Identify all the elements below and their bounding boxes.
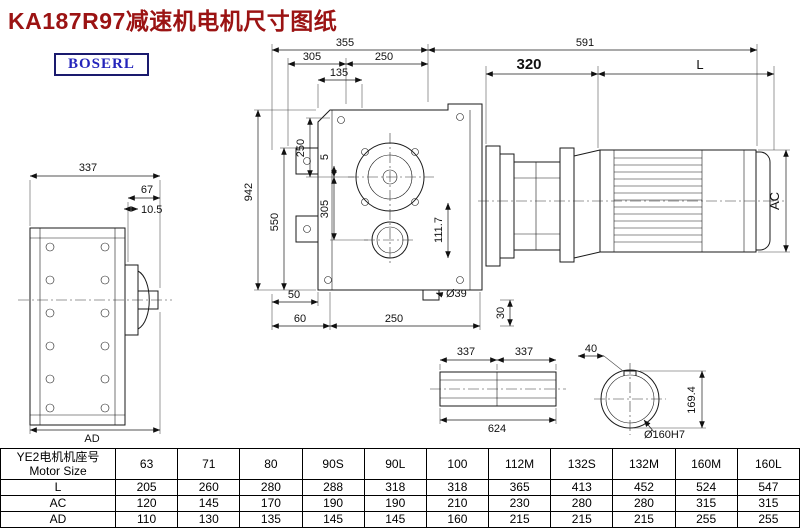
main-view-bottom-dimensions: 50 60 250 Ø39 30 [271,288,514,330]
motor-fins [614,157,702,243]
dim-50: 50 [288,289,300,301]
dim-591: 591 [576,37,594,49]
value-cell: 318 [363,479,427,496]
brand-logo: BOSERL [54,53,149,76]
left-view-dimensions: 337 67 10.5 AD [29,162,162,445]
value-cell: 280 [550,495,614,512]
motor-size-cell: 80 [239,448,303,480]
table-row-AC: AC 120 145 170 190 190 210 230 280 280 3… [0,495,800,512]
value-cell: 318 [425,479,490,496]
bore-end-view: 40 169.4 Ø160H7 [577,343,706,441]
dim-67: 67 [141,184,153,196]
dim-5: 5 [319,154,331,160]
value-cell: 215 [612,511,676,528]
dim-diameter-39: Ø39 [446,288,467,300]
motor-size-cell: 132M [612,448,676,480]
page-title: KA187R97减速机电机尺寸图纸 [8,8,338,34]
motor-side-view [478,145,784,267]
shaft-detail-view: 337 337 624 [430,346,566,435]
value-cell: 315 [674,495,738,512]
table-header-row: YE2电机机座号 Motor Size 63 71 80 90S 90L 100… [0,448,800,480]
dim-30: 30 [495,307,507,319]
table-row-L: L 205 260 280 288 318 318 365 413 452 52… [0,479,800,496]
dim-250-vertical: 250 [295,139,307,157]
dim-L: L [696,57,703,72]
row-label: AD [0,511,116,528]
dim-10-5: 10.5 [141,204,162,216]
value-cell: 260 [177,479,241,496]
table-header-motor-size: YE2电机机座号 Motor Size [0,448,116,480]
dim-111-7: 111.7 [433,217,445,243]
value-cell: 190 [301,495,365,512]
motor-dimension-table: YE2电机机座号 Motor Size 63 71 80 90S 90L 100… [0,448,800,528]
left-side-view [18,227,172,426]
value-cell: 160 [425,511,490,528]
motor-size-cell: 160M [674,448,738,480]
value-cell: 170 [239,495,303,512]
motor-size-cell: 132S [550,448,614,480]
value-cell: 315 [736,495,800,512]
dim-942: 942 [243,183,255,201]
value-cell: 255 [736,511,800,528]
value-cell: 452 [612,479,676,496]
dim-250-top: 250 [375,51,393,63]
main-front-view [295,103,483,301]
dim-40: 40 [585,343,597,355]
dim-AC: AC [767,192,782,210]
main-view-left-dimensions: 942 550 250 5 305 111.7 [243,109,451,291]
value-cell: 135 [239,511,303,528]
motor-size-cell: 63 [114,448,179,480]
dim-bore-160h7: Ø160H7 [644,429,685,441]
dim-337-left: 337 [79,162,97,174]
value-cell: 130 [177,511,241,528]
dim-337-shaft-left: 337 [457,346,475,358]
dim-250-bottom: 250 [385,313,403,325]
value-cell: 110 [114,511,179,528]
dim-60: 60 [294,313,306,325]
value-cell: 288 [301,479,365,496]
value-cell: 190 [363,495,427,512]
dim-305-top: 305 [303,51,321,63]
table-header-cn: YE2电机机座号 [16,450,100,464]
dim-ad: AD [84,433,99,445]
dim-355: 355 [336,37,354,49]
value-cell: 524 [674,479,738,496]
value-cell: 215 [488,511,552,528]
value-cell: 120 [114,495,179,512]
dim-305-vertical: 305 [319,200,331,218]
row-label: AC [0,495,116,512]
row-label: L [0,479,116,496]
dim-550: 550 [269,213,281,231]
value-cell: 205 [114,479,179,496]
dim-169-4: 169.4 [686,386,698,414]
motor-size-cell: 71 [177,448,241,480]
value-cell: 210 [425,495,490,512]
table-row-AD: AD 110 130 135 145 145 160 215 215 215 2… [0,511,800,528]
dim-320: 320 [516,56,541,73]
motor-size-cell: 112M [488,448,552,480]
dim-337-shaft-right: 337 [515,346,533,358]
value-cell: 280 [612,495,676,512]
value-cell: 145 [177,495,241,512]
value-cell: 255 [674,511,738,528]
value-cell: 413 [550,479,614,496]
value-cell: 280 [239,479,303,496]
value-cell: 365 [488,479,552,496]
value-cell: 547 [736,479,800,496]
motor-dimensions: 320 L AC [485,56,790,253]
motor-size-cell: 160L [736,448,800,480]
table-header-en: Motor Size [29,464,87,478]
technical-drawing: 337 67 10.5 AD [18,37,790,445]
value-cell: 215 [550,511,614,528]
motor-size-cell: 90S [301,448,365,480]
motor-size-cell: 90L [363,448,427,480]
dim-135: 135 [330,67,348,79]
motor-size-cell: 100 [425,448,490,480]
dim-624: 624 [488,423,506,435]
bolt-holes [45,242,110,413]
value-cell: 145 [363,511,427,528]
value-cell: 145 [301,511,365,528]
main-view-top-dimensions: 355 591 305 250 135 [271,37,758,150]
value-cell: 230 [488,495,552,512]
